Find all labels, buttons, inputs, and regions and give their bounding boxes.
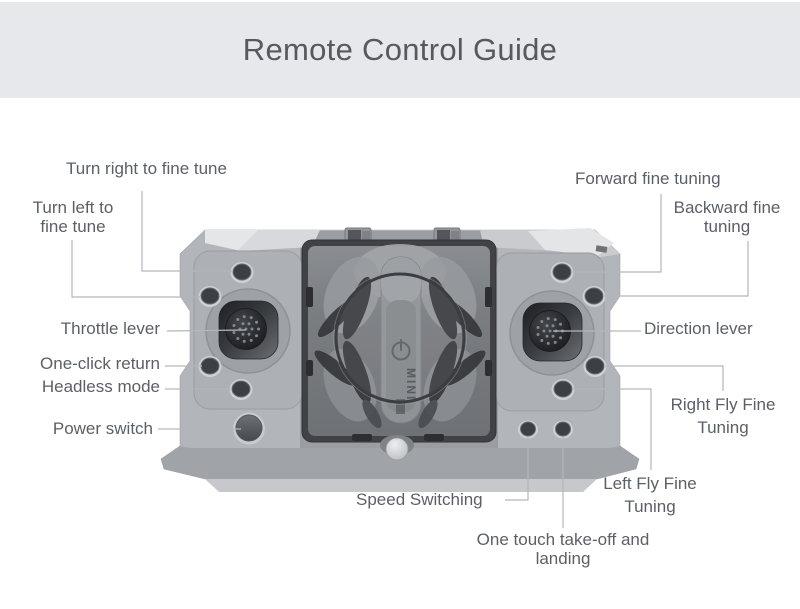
drone-marking-text: MINI bbox=[404, 368, 418, 401]
label-one-click-return: One-click return bbox=[40, 354, 160, 373]
turn-right-trim-button bbox=[230, 262, 254, 283]
leader-throttle bbox=[166, 329, 247, 332]
stick-grip-dots bbox=[232, 315, 260, 343]
direction-lever-joystick bbox=[509, 290, 595, 376]
folded-propellers bbox=[314, 276, 486, 429]
page-header: Remote Control Guide bbox=[0, 2, 800, 98]
forward-trim-button bbox=[550, 262, 574, 283]
frame-tabs bbox=[306, 287, 492, 441]
drone-label-block bbox=[396, 399, 405, 414]
speed-switch-button bbox=[518, 420, 538, 439]
leader-right-fly bbox=[604, 365, 724, 391]
right-fly-trim-button bbox=[583, 356, 607, 377]
leader-lines bbox=[71, 191, 749, 528]
throttle-lever-joystick bbox=[205, 288, 291, 374]
stick-grip-dots bbox=[536, 317, 564, 345]
label-headless-mode: Headless mode bbox=[41, 377, 160, 396]
leader-turn-right bbox=[141, 191, 233, 272]
turn-left-trim-button bbox=[198, 286, 222, 307]
label-backward-fine-tuning: Backward fine tuning bbox=[673, 198, 781, 236]
backward-trim-button bbox=[582, 286, 606, 307]
leader-speed bbox=[505, 437, 529, 501]
label-turn-left: Turn left to fine tune bbox=[32, 198, 114, 236]
label-speed-switching: Speed Switching bbox=[356, 490, 483, 509]
latch-button bbox=[380, 435, 414, 461]
left-fly-trim-button bbox=[551, 379, 575, 400]
leader-forward bbox=[571, 194, 662, 273]
label-turn-right: Turn right to fine tune bbox=[66, 159, 227, 178]
leader-backward bbox=[603, 241, 749, 297]
edge-notch bbox=[595, 245, 608, 253]
takeoff-landing-button bbox=[553, 420, 573, 439]
power-switch-button bbox=[233, 412, 265, 445]
label-direction-lever: Direction lever bbox=[644, 319, 753, 338]
label-throttle-lever: Throttle lever bbox=[60, 319, 160, 338]
page-title: Remote Control Guide bbox=[242, 32, 558, 67]
label-one-touch-takeoff: One touch take-off and landing bbox=[476, 530, 650, 568]
label-power-switch: Power switch bbox=[52, 419, 153, 438]
cover-dome bbox=[334, 272, 466, 404]
drone-compartment: MINI bbox=[301, 227, 497, 461]
label-left-fly-fine-tuning: Left Fly Fine Tuning bbox=[603, 474, 697, 517]
leader-left-fly bbox=[572, 388, 652, 470]
leader-turn-left bbox=[71, 240, 201, 298]
label-right-fly-fine-tuning: Right Fly Fine Tuning bbox=[670, 395, 776, 438]
label-forward-fine-tuning: Forward fine tuning bbox=[575, 169, 721, 188]
drone-power-icon bbox=[391, 339, 411, 361]
headless-mode-button bbox=[229, 379, 253, 400]
